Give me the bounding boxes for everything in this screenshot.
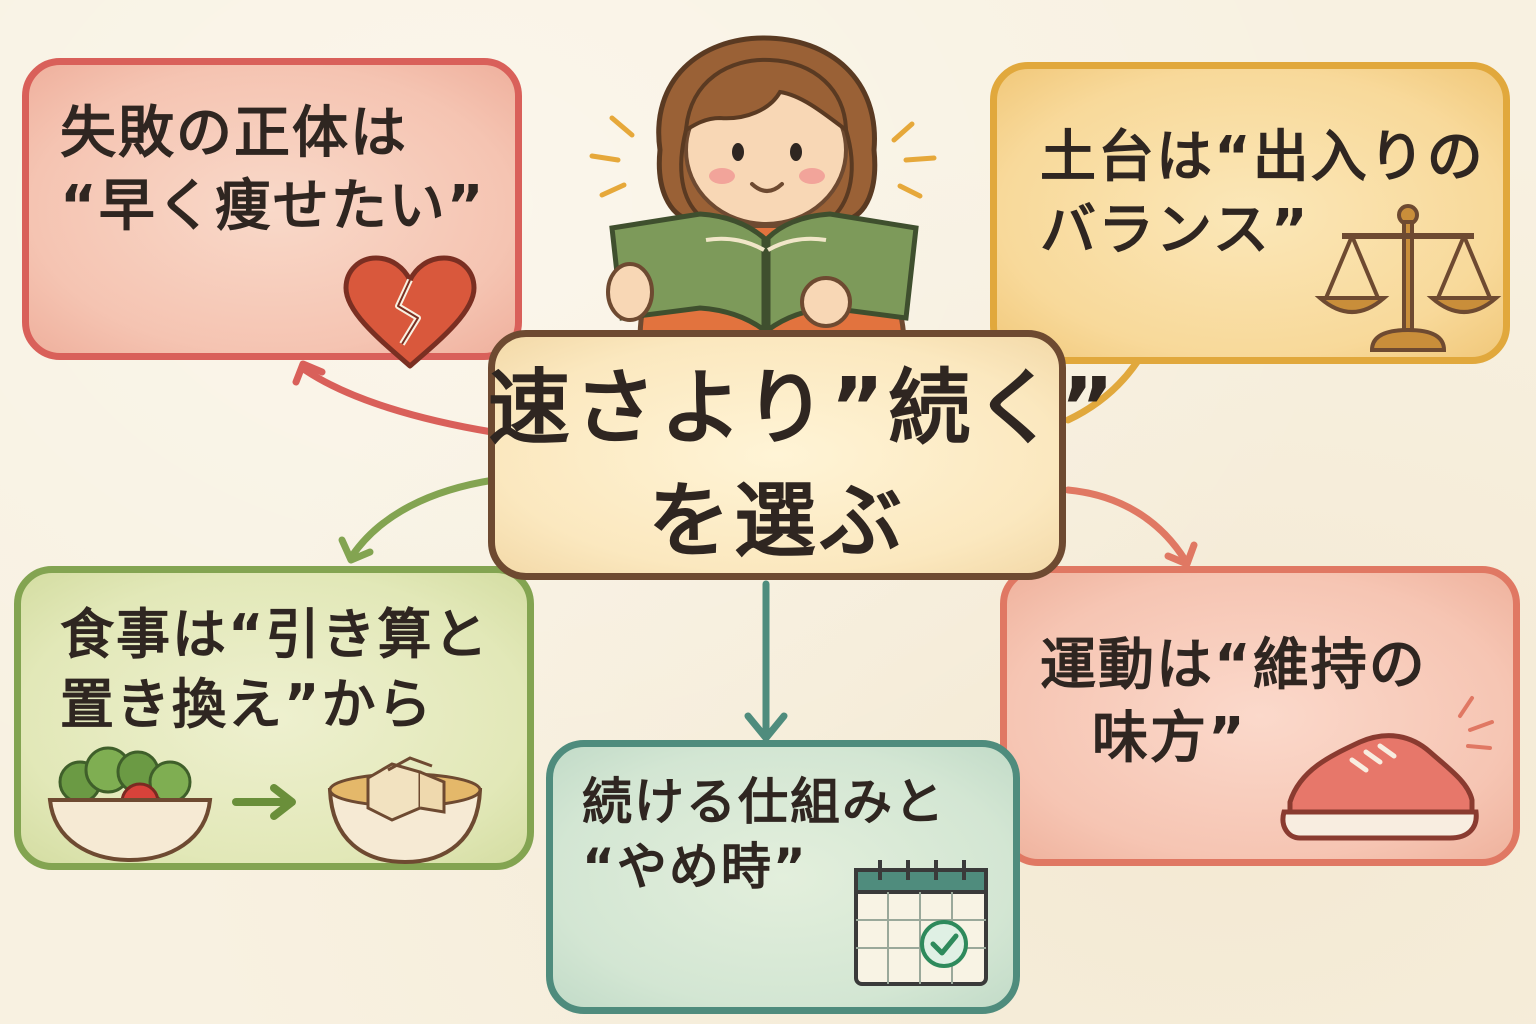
tofu-bowl-icon bbox=[327, 756, 483, 865]
sparkle-right-icon bbox=[891, 121, 937, 199]
salad-bowl-icon bbox=[47, 746, 213, 863]
balance-line-2: バランス” bbox=[1040, 197, 1310, 263]
balance-box bbox=[990, 62, 1510, 364]
sparkle-left-icon bbox=[589, 115, 635, 198]
meal-line-1: 食事は“引き算と bbox=[60, 603, 490, 666]
exercise-line-1: 運動は“維持の bbox=[1040, 633, 1427, 698]
meal-label: 食事は“引き算と 置き換え”から bbox=[60, 600, 490, 740]
calendar-check-icon bbox=[854, 860, 988, 986]
arrow-to-failure bbox=[292, 360, 496, 436]
exercise-line-2: 味方” bbox=[1092, 705, 1247, 771]
broken-heart-icon bbox=[343, 255, 477, 369]
sneaker-icon bbox=[1280, 696, 1494, 841]
center-line-2: を選ぶ bbox=[647, 474, 906, 570]
exercise-label: 運動は“維持の 味方” bbox=[1040, 630, 1427, 776]
exercise-box bbox=[1000, 566, 1520, 866]
center-line-1: 速さより”続く” bbox=[488, 361, 1119, 456]
center-box bbox=[488, 330, 1066, 580]
failure-line-2: “早く痩せたい” bbox=[60, 173, 486, 239]
system-label: 続ける仕組みと “やめ時” bbox=[582, 770, 946, 900]
arrow-right-icon bbox=[232, 784, 296, 820]
balance-line-1: 土台は“出入りの bbox=[1040, 125, 1485, 190]
system-line-1: 続ける仕組みと bbox=[582, 773, 946, 831]
system-line-2: “やめ時” bbox=[582, 838, 808, 896]
failure-line-1: 失敗の正体は bbox=[60, 101, 408, 166]
arrow-to-system bbox=[744, 580, 788, 742]
failure-label: 失敗の正体は “早く痩せたい” bbox=[60, 98, 486, 244]
arrow-to-exercise bbox=[1064, 486, 1198, 568]
balance-label: 土台は“出入りの バランス” bbox=[1040, 122, 1485, 268]
meal-line-2: 置き換え”から bbox=[60, 673, 434, 737]
arrow-to-meal bbox=[338, 476, 498, 564]
center-label: 速さより”続く” を選ぶ bbox=[488, 352, 1119, 578]
balance-scale-icon bbox=[1314, 204, 1502, 352]
